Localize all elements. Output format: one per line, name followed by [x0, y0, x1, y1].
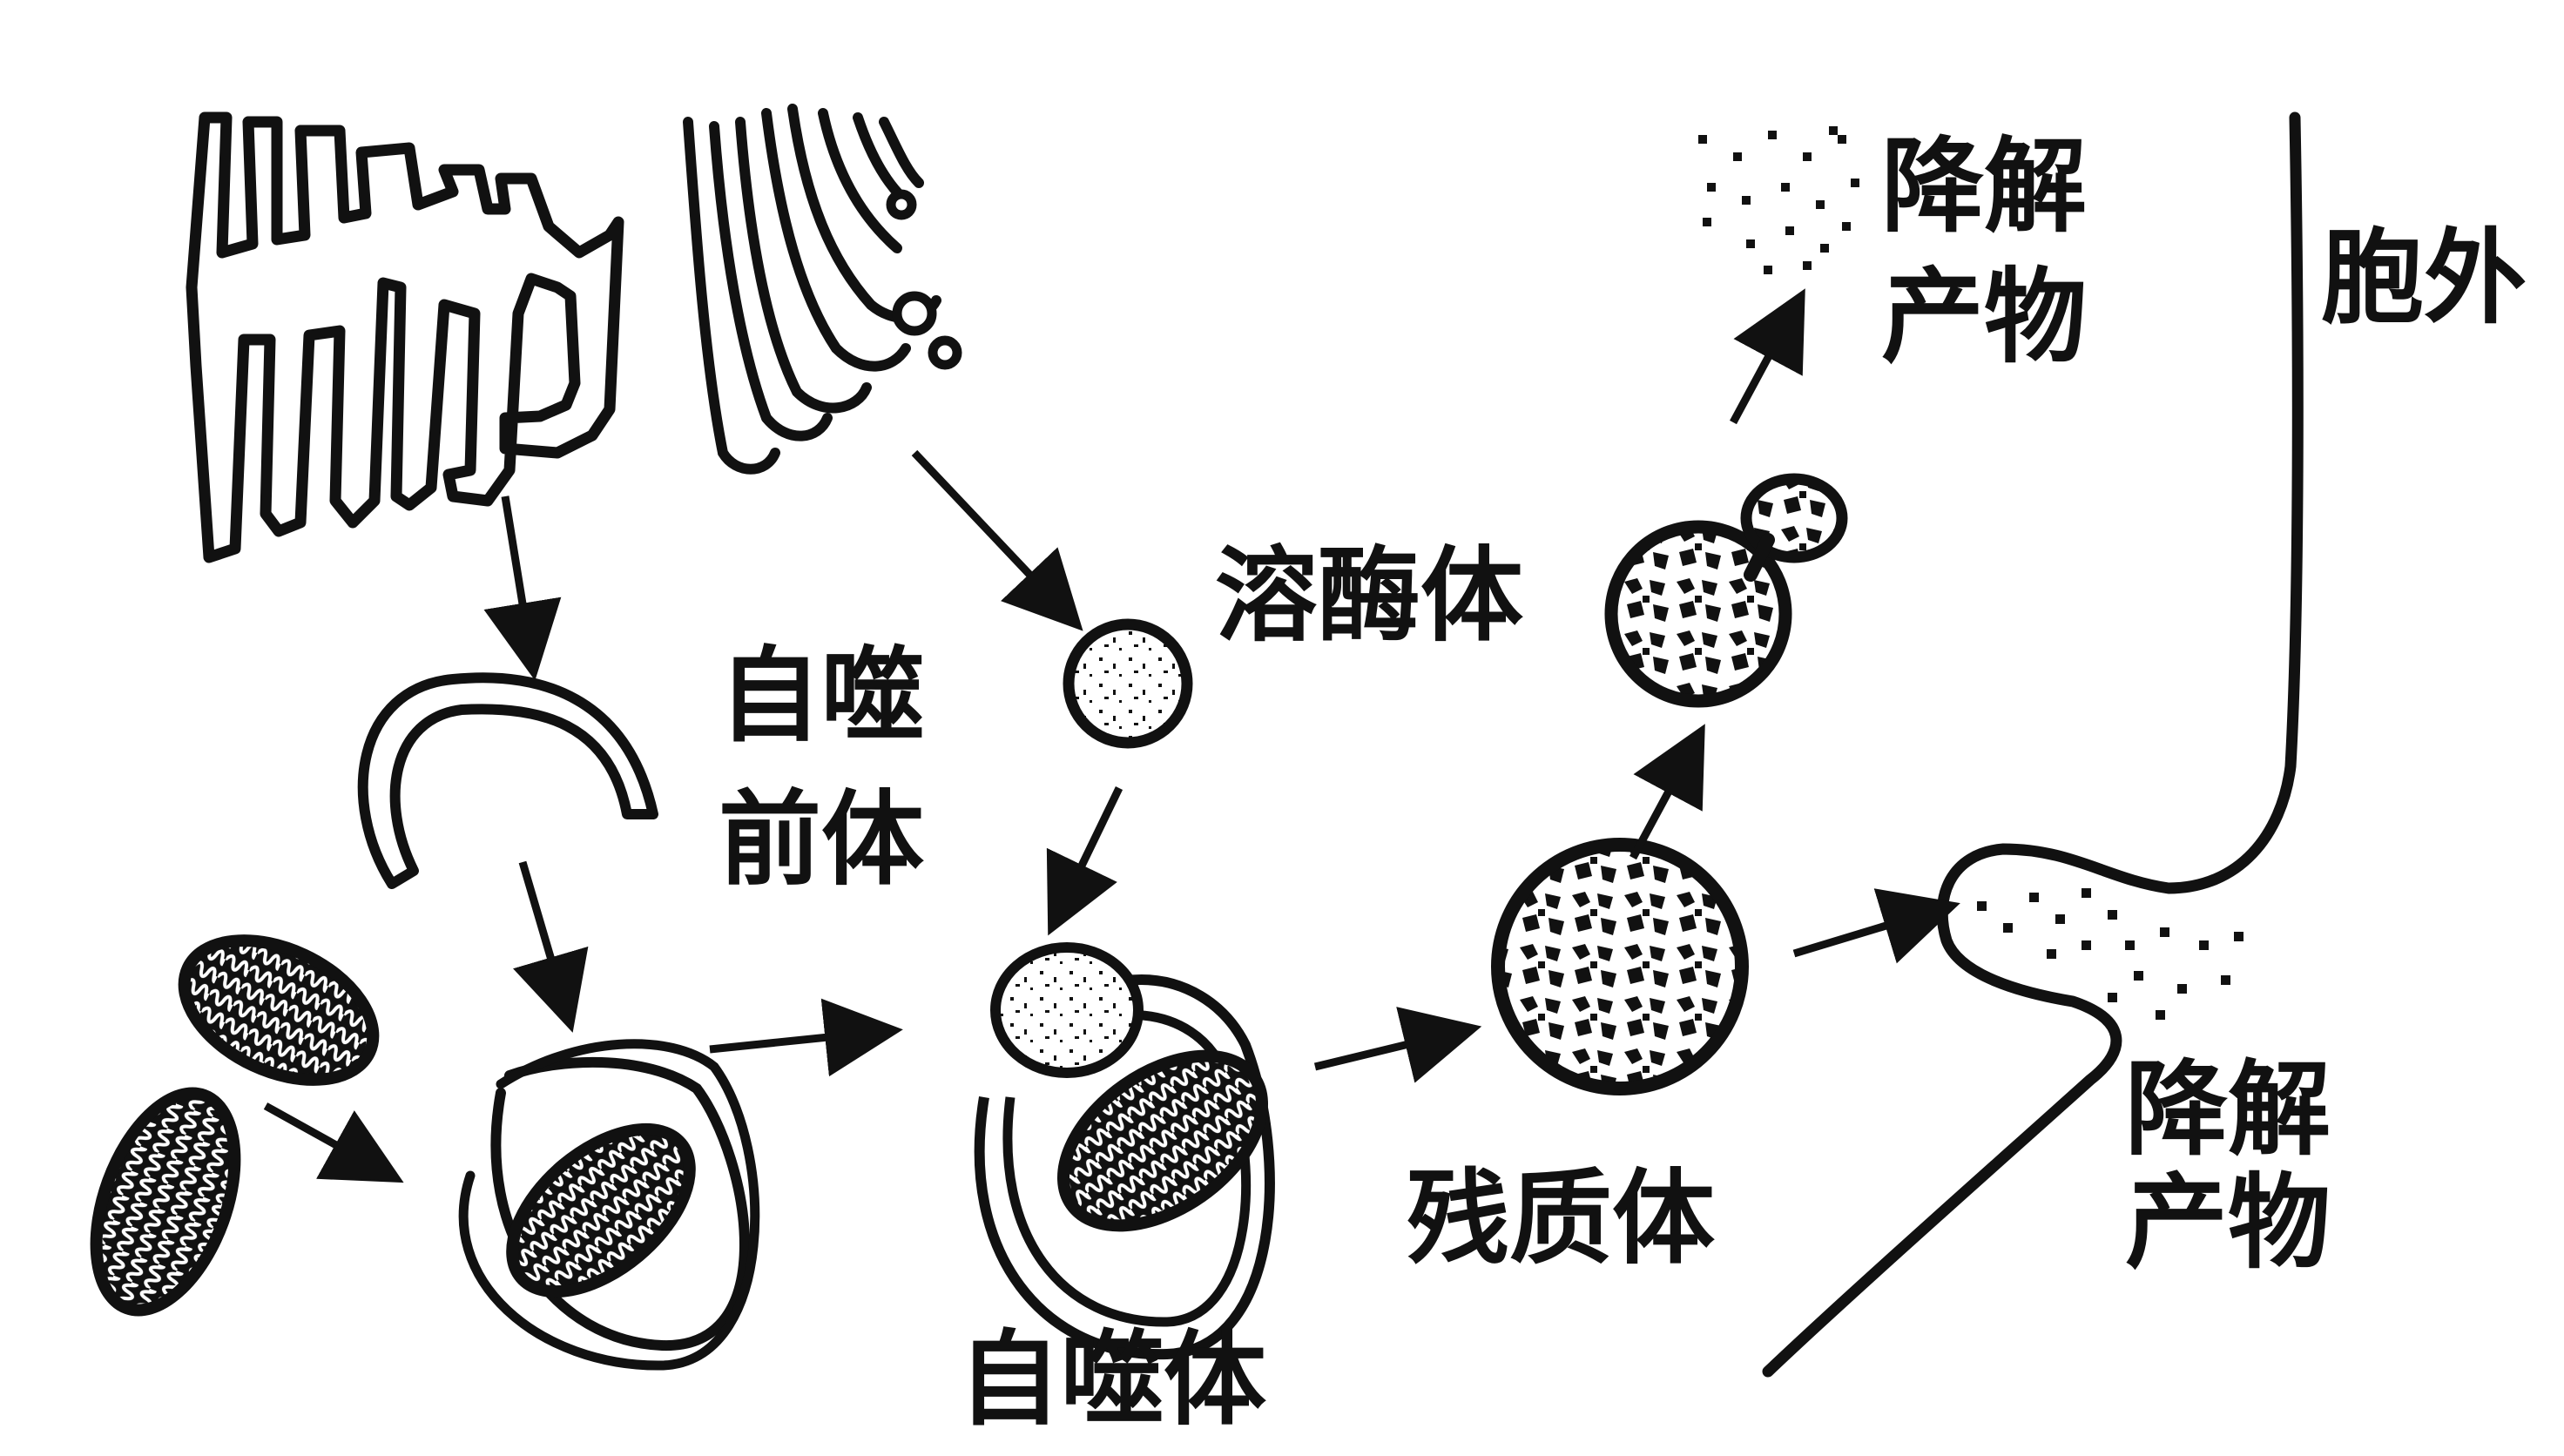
arrows — [263, 288, 1960, 1183]
golgi-vesicles — [886, 189, 962, 370]
degradation-dots-top — [1698, 126, 1859, 274]
degradation-products-bottom-line1: 降解 — [2125, 1049, 2331, 1170]
lysosome-label: 溶酶体 — [1215, 536, 1523, 656]
degradation-products-top-line1: 降解 — [1881, 126, 2087, 246]
mitochondrion-1 — [178, 934, 380, 1086]
arrow-lysosome-to-products — [1730, 288, 1805, 425]
arrow-golgi-to-lysosome — [911, 449, 1083, 631]
arrow-mito-to-engulf — [263, 1102, 404, 1183]
cell-membrane — [1762, 111, 2304, 1378]
degradation-products-top-line2: 产物 — [1881, 257, 2087, 377]
arrow-er-to-phagophore — [483, 495, 562, 681]
golgi-apparatus — [683, 104, 941, 475]
degradation-dots-exocytosis — [1977, 888, 2244, 1020]
phagophore — [357, 672, 658, 889]
arrow-autophagosome-to-residual — [1313, 1007, 1482, 1083]
autophagosome-label: 自噬体 — [958, 1319, 1266, 1439]
forming-autophagosome — [458, 1039, 760, 1371]
arrow-residual-up — [1629, 724, 1705, 860]
labels: 自噬 前体 溶酶体 自噬体 残质体 降解 产物 胞外 降解 产物 — [719, 126, 2527, 1439]
arrow-to-autophagosome — [709, 998, 903, 1077]
phagophore-label-line2: 前体 — [719, 779, 924, 900]
lysosome-with-residue — [1604, 473, 1848, 708]
arrow-lysosome-to-autophagosome — [1046, 786, 1123, 936]
autophagosome — [974, 942, 1275, 1360]
lysosome-vesicle — [1063, 618, 1193, 749]
residual-body — [1491, 838, 1749, 1095]
arrow-phagophore-down — [513, 860, 589, 1033]
extracellular-label: 胞外 — [2321, 218, 2527, 338]
phagophore-label-line1: 自噬 — [719, 636, 924, 756]
mitochondrion-2 — [90, 1087, 241, 1317]
endoplasmic-reticulum — [186, 111, 624, 563]
residual-body-label: 残质体 — [1407, 1158, 1715, 1278]
degradation-products-bottom-line2: 产物 — [2125, 1163, 2331, 1283]
arrow-residual-to-membrane — [1792, 888, 1960, 964]
